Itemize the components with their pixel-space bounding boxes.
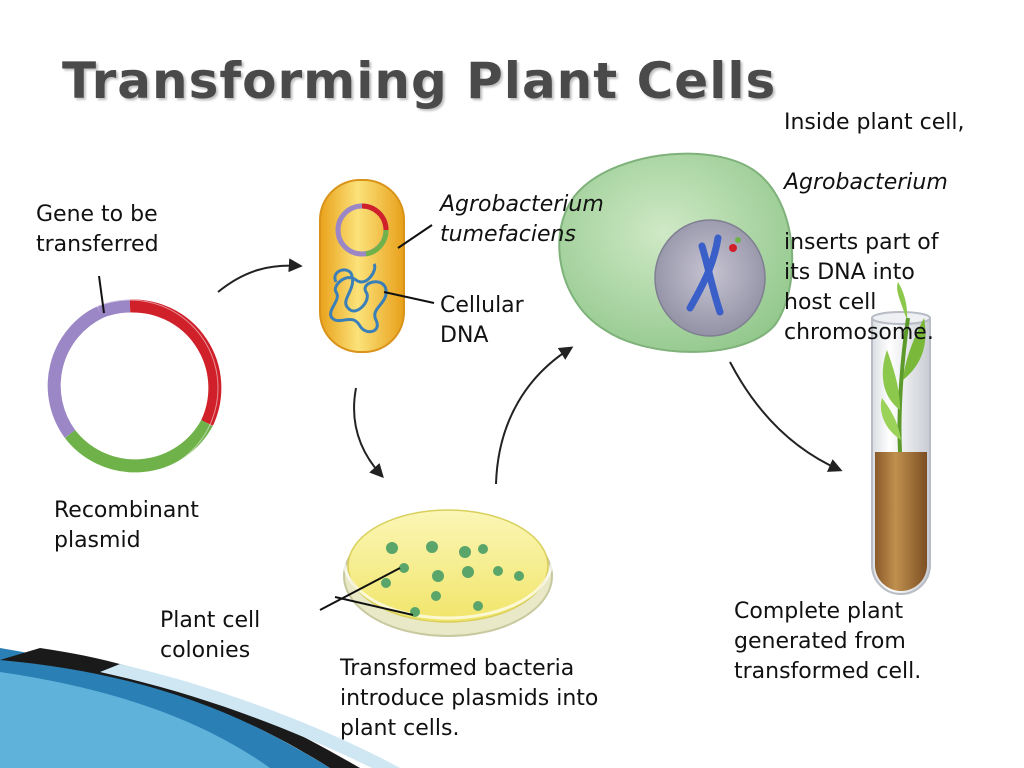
agrobacterium-cell [319, 179, 435, 353]
petri-dish [342, 500, 554, 637]
label-recombinant-plasmid: Recombinant plasmid [54, 498, 199, 553]
inside-line-rest: inserts part of its DNA into host cell c… [784, 230, 939, 345]
process-arrows [217, 258, 843, 485]
inside-line-1: Inside plant cell, [784, 110, 965, 135]
plant-cell-colonies [381, 541, 524, 617]
label-agrobacterium-tumefaciens: Agrobacterium tumefaciens [440, 192, 604, 247]
label-complete-plant: Complete plant generated from transforme… [734, 599, 922, 684]
colony-pointer-lines [319, 567, 414, 616]
test-tube-plant [871, 282, 931, 595]
recombinant-plasmid [41, 275, 222, 477]
label-cellular-dna: Cellular DNA [440, 293, 524, 348]
label-gene-to-be-transferred: Gene to be transferred [36, 202, 159, 257]
plant-cell [558, 152, 794, 353]
decorative-swoosh [0, 648, 400, 768]
inside-italic-agrobacterium: Agrobacterium [784, 170, 948, 195]
label-transformed-bacteria: Transformed bacteria introduce plasmids … [340, 656, 599, 741]
label-inside-plant-cell: Inside plant cell, Agrobacterium inserts… [784, 78, 964, 348]
label-plant-cell-colonies: Plant cell colonies [160, 608, 261, 663]
page-title: Transforming Plant Cells [62, 52, 777, 110]
